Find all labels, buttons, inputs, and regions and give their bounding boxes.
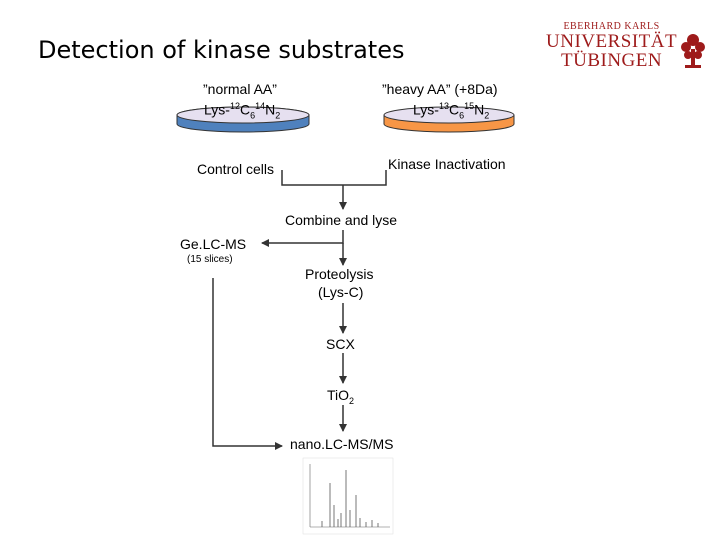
tio2-label: TiO2 (327, 387, 355, 406)
lysc-label: (Lys-C) (318, 284, 364, 300)
heavy-label-dish (383, 106, 515, 133)
normal-aa-label: ”normal AA” (203, 81, 277, 97)
tree-seal-icon (681, 34, 705, 68)
logo-line-1: EBERHARD KARLS (563, 21, 660, 32)
proteolysis-label: Proteolysis (305, 266, 374, 282)
merge-arrows (281, 170, 387, 210)
logo-line-3: TÜBINGEN (561, 50, 663, 71)
light-label-dish (176, 106, 310, 133)
gelcms-label: Ge.LC-MS (180, 236, 247, 252)
gelcms-arrow (261, 230, 344, 247)
combine-lyse-label: Combine and lyse (285, 212, 398, 228)
kinase-inactivation-label: Kinase Inactivation (388, 156, 506, 172)
scx-label: SCX (326, 336, 355, 352)
nanolc-label: nano.LC-MS/MS (290, 436, 394, 452)
slide-title: Detection of kinase substrates (38, 36, 405, 64)
control-cells-label: Control cells (197, 161, 275, 177)
heavy-lysine-label: Lys-13C615N2 (413, 101, 490, 121)
heavy-aa-label: ”heavy AA” (+8Da) (382, 81, 498, 97)
light-lysine-label: Lys-12C614N2 (204, 101, 281, 121)
university-logo-text: EBERHARD KARLS UNIVERSITÄT TÜBINGEN (546, 21, 678, 71)
logo-line-2: UNIVERSITÄT (546, 31, 678, 52)
slices-label: (15 slices) (187, 254, 233, 265)
mass-spectrum-thumbnail (302, 457, 394, 535)
gelcms-to-nanolc-arrow (212, 278, 283, 450)
